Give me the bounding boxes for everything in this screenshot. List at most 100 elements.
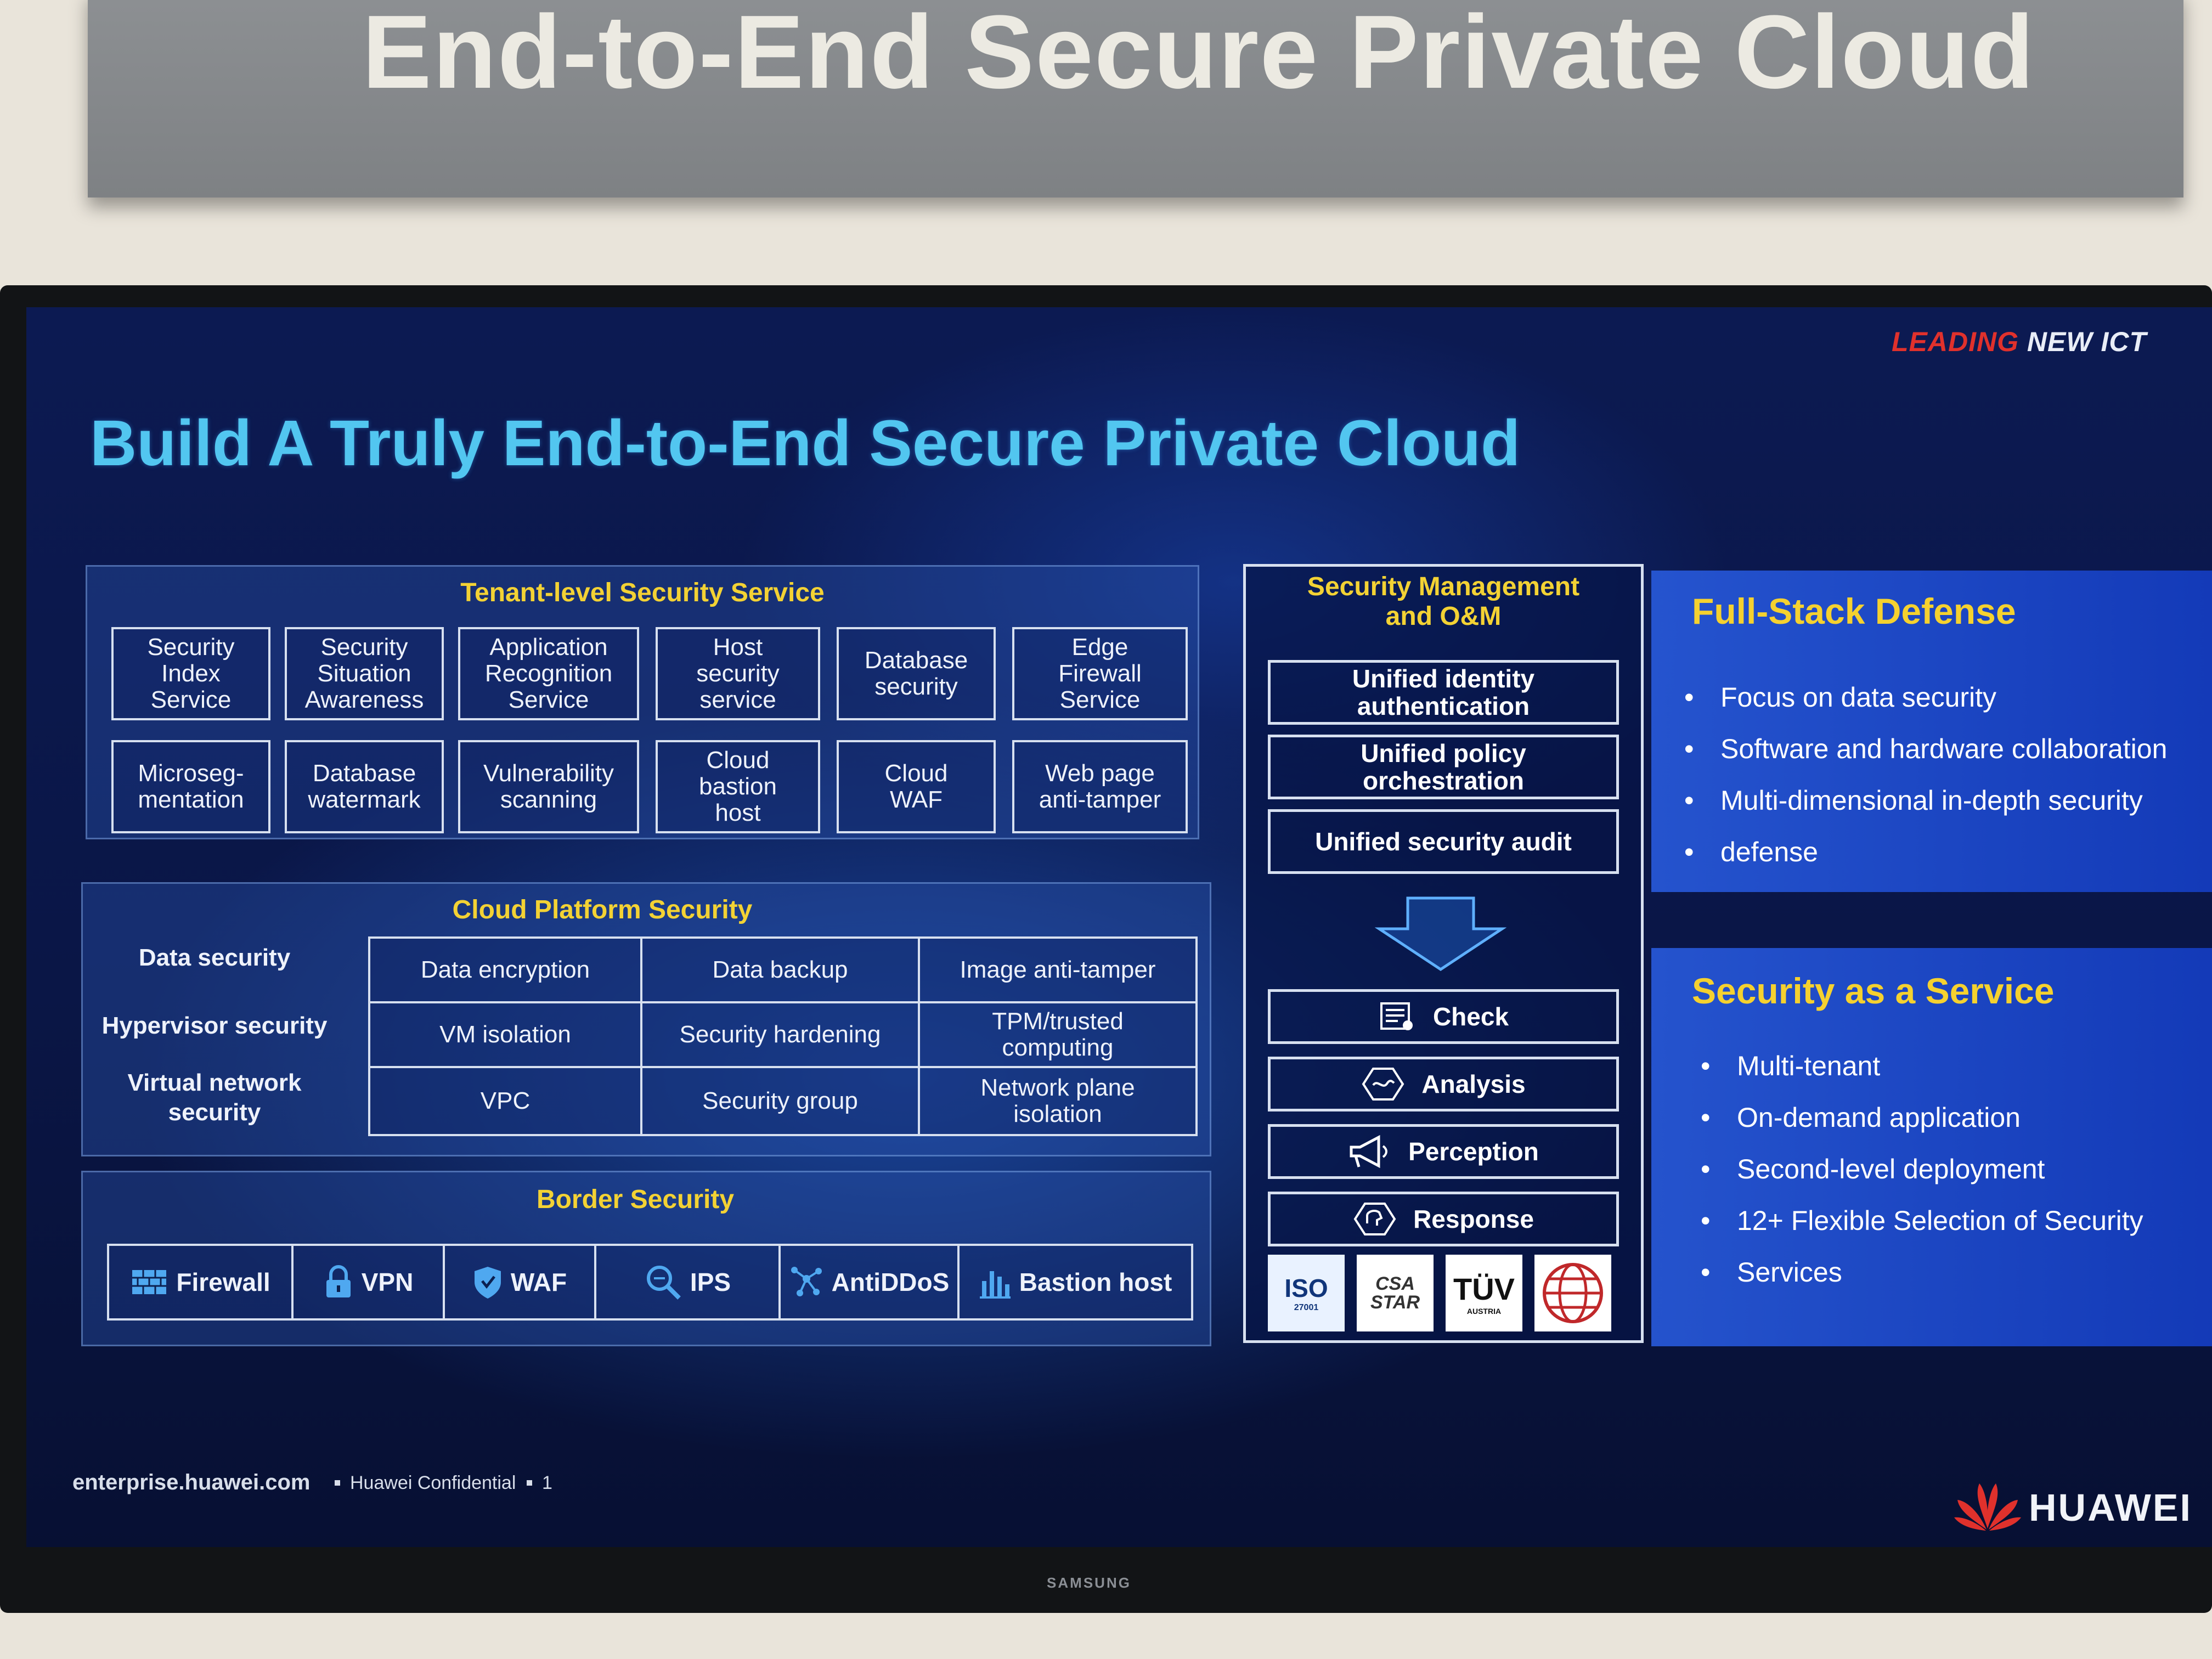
platform-row-label: Data security [138,944,291,971]
border-panel-title: Border Security [536,1185,735,1214]
border-item-bastion-host: Bastion host [957,1244,1193,1321]
response-label: Response [1413,1205,1534,1233]
tenant-cell: Host security service [656,627,820,720]
border-item-label: VPN [361,1268,414,1296]
list-item: Multi-dimensional in-depth security [1684,775,2200,826]
border-item-label: Bastion host [1019,1268,1172,1296]
list-item: Services [1701,1246,2205,1298]
perception-label: Perception [1408,1137,1539,1166]
tenant-cell: Application Recognition Service [458,627,639,720]
list-item: On-demand application [1701,1092,2205,1143]
footer-url: enterprise.huawei.com [72,1470,311,1494]
check-label: Check [1432,1002,1509,1031]
tenant-cell: Microseg- mentation [111,740,270,833]
saas-title: Security as a Service [1692,970,2055,1011]
unified-audit-box: Unified security audit [1268,809,1619,874]
border-item-label: IPS [690,1268,731,1296]
tenant-cell: Cloud WAF [837,740,996,833]
tenant-panel-title: Tenant-level Security Service [460,578,825,607]
platform-cell: Network plane isolation [918,1066,1198,1136]
tenant-cell: Vulnerability scanning [458,740,639,833]
footer-page-number: 1 [542,1472,552,1493]
slide-screen: LEADING NEW ICT Build A Truly End-to-End… [26,307,2212,1547]
certification-seal-badge [1534,1255,1611,1331]
iso-label: ISO [1284,1274,1328,1302]
list-item: Second-level deployment [1701,1143,2205,1195]
leading-new-ict-logo: LEADING NEW ICT [1892,326,2199,364]
tenant-cell: Database watermark [285,740,444,833]
globe-seal-icon [1543,1263,1603,1323]
border-item-antiddos: AntiDDoS [778,1244,960,1321]
saas-list: Multi-tenant On-demand application Secon… [1701,1040,2205,1298]
magnifier-icon [646,1266,681,1300]
security-management-panel: Security Management and O&M Unified iden… [1243,564,1644,1343]
platform-cell: TPM/trusted computing [918,1001,1198,1068]
list-item: 12+ Flexible Selection of Security [1701,1195,2205,1246]
csa-label: CSA STAR [1370,1273,1420,1313]
border-item-waf: WAF [443,1244,596,1321]
platform-panel-title: Cloud Platform Security [452,895,753,924]
tv-brand-label: SAMSUNG [1047,1575,1131,1591]
mgmt-panel-title: Security Management and O&M [1307,572,1580,631]
wall-sign: End-to-End Secure Private Cloud [88,0,2183,198]
analysis-label: Analysis [1421,1070,1526,1098]
iso-number: 27001 [1294,1303,1319,1312]
platform-row-label: Virtual network security [127,1069,302,1126]
network-nodes-icon [791,1267,822,1296]
slide-title: Build A Truly End-to-End Secure Private … [90,407,1521,479]
full-stack-title: Full-Stack Defense [1692,591,2016,631]
firewall-icon [132,1270,167,1294]
border-item-label: WAF [510,1268,567,1296]
platform-cell: Security group [640,1066,920,1136]
down-arrow-icon [1375,896,1506,971]
border-item-firewall: Firewall [107,1244,294,1321]
cloud-platform-security-panel: Cloud Platform Security Data security Hy… [81,882,1211,1156]
border-item-label: Firewall [176,1268,270,1296]
list-item: Multi-tenant [1701,1040,2205,1092]
iso-certification-badge: ISO 27001 [1268,1255,1345,1331]
tenant-cell: Security Situation Awareness [285,627,444,720]
platform-cell: VM isolation [368,1001,642,1068]
analysis-box: Analysis [1268,1057,1619,1111]
tenant-cell: Security Index Service [111,627,270,720]
new-ict-text: NEW ICT [2027,326,2147,357]
csa-star-badge: CSA STAR [1357,1255,1434,1331]
tenant-cell: Web page anti-tamper [1012,740,1188,833]
full-stack-list: Focus on data security Software and hard… [1684,672,2200,878]
platform-row-label: Hypervisor security [101,1012,328,1039]
leading-text: LEADING [1892,326,2019,357]
response-box: Response [1268,1192,1619,1246]
platform-cell: Data encryption [368,936,642,1003]
platform-cell: Security hardening [640,1001,920,1068]
sign-title: End-to-End Secure Private Cloud [362,0,2035,110]
footer-separator [527,1480,532,1486]
platform-cell: Data backup [640,936,920,1003]
lock-icon [326,1265,351,1297]
border-item-ips: IPS [594,1244,781,1321]
border-item-vpn: VPN [291,1244,445,1321]
tenant-security-panel: Tenant-level Security Service Security I… [86,565,1199,839]
tuv-austria-badge: TÜV AUSTRIA [1446,1255,1522,1331]
footer-confidential: Huawei Confidential [350,1472,516,1493]
unified-policy-box: Unified policy orchestration [1268,735,1619,799]
platform-cell: VPC [368,1066,642,1136]
footer-separator [335,1480,340,1486]
tenant-cell: Edge Firewall Service [1012,627,1188,720]
tuv-sub-label: AUSTRIA [1466,1306,1502,1316]
analysis-icon [1362,1068,1404,1101]
border-security-panel: Border Security Firewall VPN [81,1171,1211,1346]
unified-identity-box: Unified identity authentication [1268,660,1619,725]
border-item-label: AntiDDoS [831,1268,950,1296]
perception-box: Perception [1268,1124,1619,1179]
tenant-cell: Cloud bastion host [656,740,820,833]
list-item: Focus on data security [1684,672,2200,723]
huawei-logo-text: HUAWEI [2029,1486,2192,1529]
bar-chart-icon [979,1271,1011,1299]
security-as-a-service-block: Security as a Service Multi-tenant On-de… [1651,948,2212,1346]
check-box: Check [1268,989,1619,1044]
tenant-cell: Database security [837,627,996,720]
tuv-label: TÜV [1453,1271,1515,1306]
response-icon [1353,1203,1396,1235]
checklist-icon [1380,1002,1413,1030]
full-stack-defense-block: Full-Stack Defense Focus on data securit… [1651,571,2212,892]
